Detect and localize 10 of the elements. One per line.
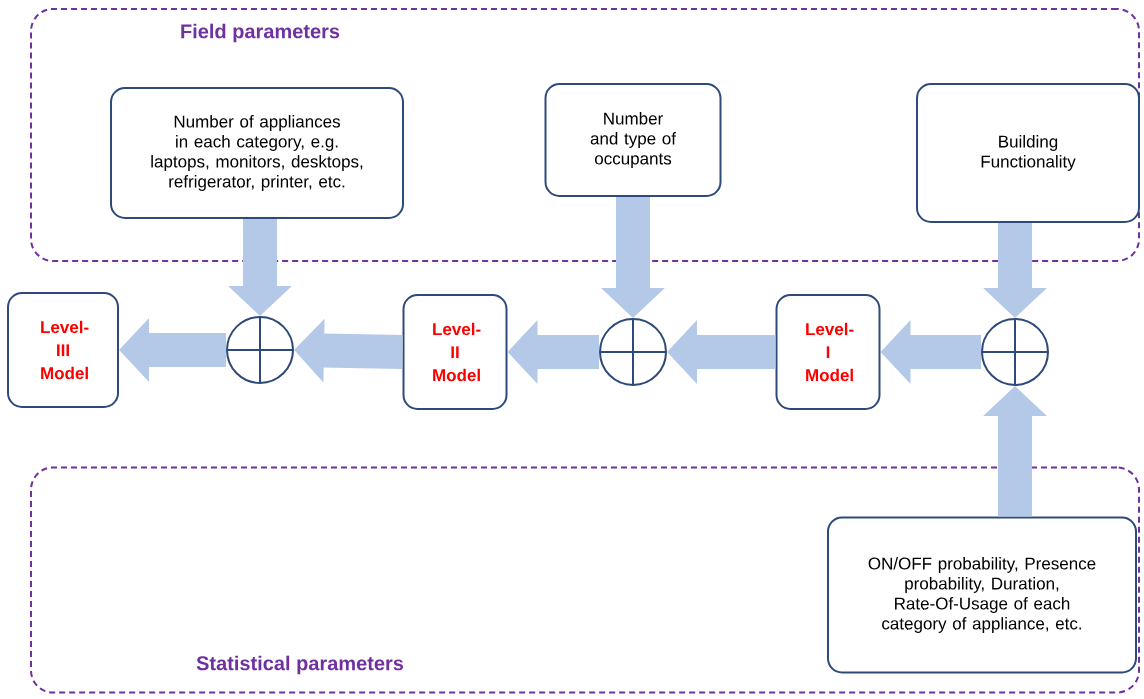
parameter-box: Number and type of occupants [544,83,722,197]
summing-junction [981,318,1049,386]
summing-junction [226,316,294,384]
model-box: Level-I Model [775,294,881,410]
summing-junction [599,318,667,386]
model-box: Level-III Model [7,292,119,408]
parameter-box: Number of appliances in each category, e.g. laptops, monitors, desktops, refrigerator, printer, etc. [110,87,404,219]
model-box: Level-II Model [402,294,508,410]
parameter-box: ON/OFF probability, Presence probability, Duration, Rate-Of-Usage of each category of appliance, etc. [827,516,1137,674]
parameter-box: Building Functionality [916,83,1140,223]
